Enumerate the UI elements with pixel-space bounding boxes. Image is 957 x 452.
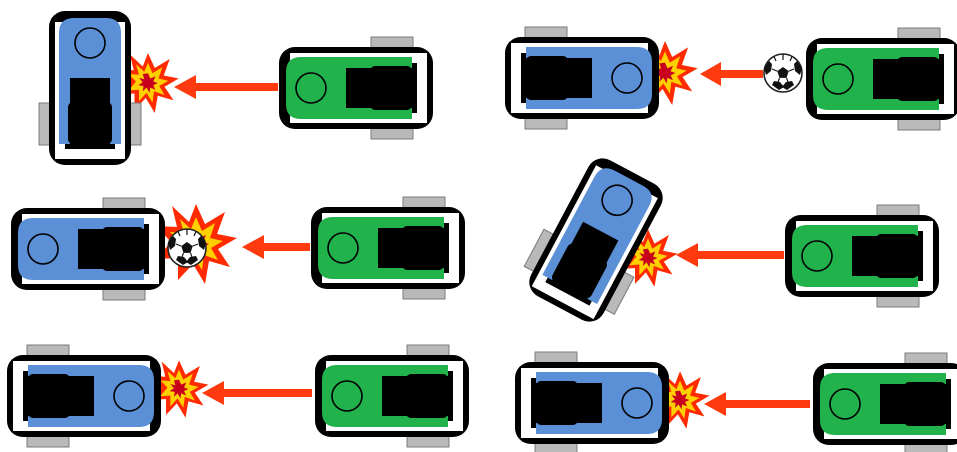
soccer-ball-icon (168, 229, 206, 267)
scenario-3 (11, 197, 465, 300)
scenario-4 (515, 148, 939, 332)
soccer-ball-icon (764, 54, 802, 92)
green-robot (311, 197, 465, 299)
motion-arrow-icon (242, 235, 310, 259)
scenario-1 (39, 11, 433, 165)
blue-robot (505, 27, 659, 129)
motion-arrow-icon (676, 243, 784, 267)
scenario-5 (7, 345, 469, 447)
blue-robot (39, 11, 141, 165)
green-robot (279, 37, 433, 139)
blue-robot (515, 352, 669, 452)
green-robot (785, 205, 939, 307)
green-robot (315, 345, 469, 447)
blue-robot (7, 345, 161, 447)
blue-robot (11, 198, 165, 300)
green-robot (813, 353, 957, 452)
motion-arrow-icon (700, 62, 763, 86)
green-robot (806, 28, 957, 130)
scenario-2 (505, 27, 957, 130)
motion-arrow-icon (174, 75, 278, 99)
scenario-6 (515, 352, 957, 452)
motion-arrow-icon (202, 381, 312, 405)
motion-arrow-icon (704, 392, 810, 416)
